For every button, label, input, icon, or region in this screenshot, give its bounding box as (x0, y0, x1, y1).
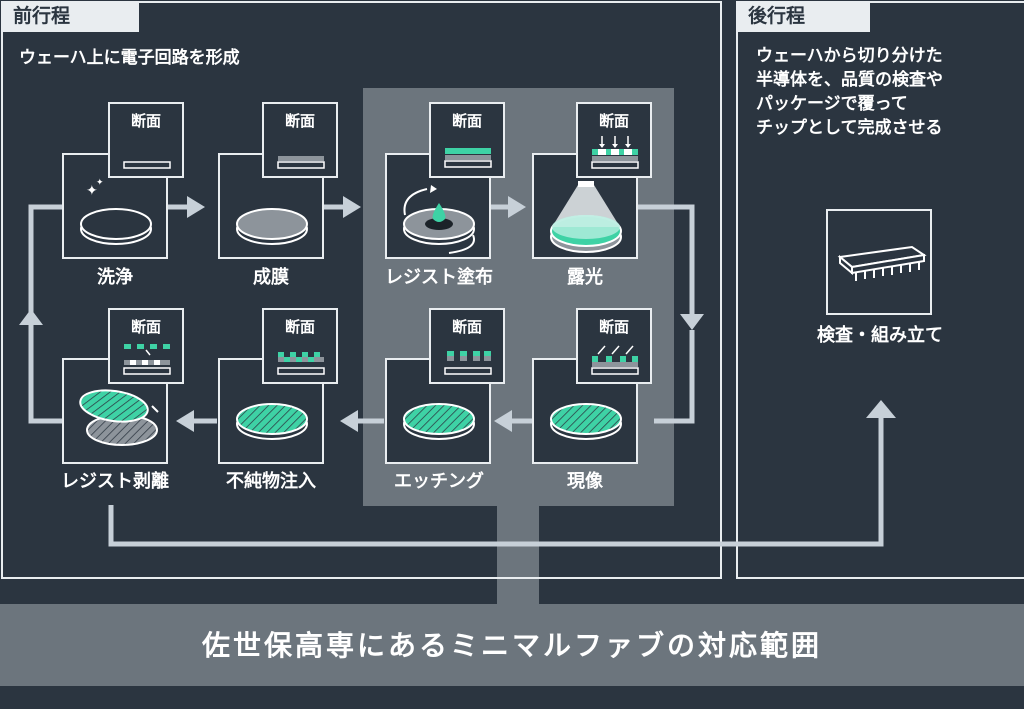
exposure-icon (550, 181, 622, 253)
wafer-develop-icon (550, 403, 622, 440)
back-desc-line: チップとして完成させる (756, 118, 943, 138)
wafer-clean-icon: ✦ ✦ (80, 178, 152, 245)
arrow-right (187, 196, 205, 218)
cross-section-icon (591, 345, 639, 375)
arrow-right (508, 196, 526, 218)
arrow-up (866, 400, 896, 418)
back-desc-line: パッケージで覆って (756, 94, 908, 114)
cross-section-development: 断面 (576, 308, 652, 384)
arrow-left (176, 410, 194, 432)
svg-text:✦: ✦ (96, 178, 104, 188)
back-desc-line: ウェーハから切り分けた (756, 46, 943, 66)
cross-section-icon (591, 136, 639, 169)
step-label: 検査・組み立て (817, 325, 943, 346)
wafer-etch-icon (403, 403, 475, 440)
arrow-down (680, 314, 704, 330)
cross-section-resist: 断面 (429, 102, 505, 178)
arrow-left (340, 410, 358, 432)
step-label: レジスト塗布 (385, 267, 493, 288)
arrow-up (19, 309, 43, 325)
resist-coating-icon (403, 185, 475, 254)
cross-section-icon (123, 344, 171, 375)
wafer-film-icon (236, 208, 308, 245)
step-label: 不純物注入 (226, 471, 316, 492)
front-process-description: ウェーハ上に電子回路を形成 (19, 48, 240, 68)
step-inspection-assembly (826, 209, 932, 315)
back-process-panel (736, 1, 1024, 579)
minimal-fab-connector (497, 506, 539, 604)
cross-section-implant: 断面 (262, 308, 338, 384)
step-label: レジスト剥離 (61, 471, 169, 492)
front-process-tab: 前行程 (1, 1, 139, 32)
step-label: 露光 (567, 267, 603, 288)
back-process-description: ウェーハから切り分けた 半導体を、品質の検査や パッケージで覆って チップとして… (756, 44, 943, 140)
front-process-panel (1, 1, 722, 579)
cross-section-icon (277, 156, 325, 169)
cross-section-film: 断面 (262, 102, 338, 178)
minimal-fab-caption: 佐世保高専にあるミニマルファブの対応範囲 (201, 629, 822, 662)
wafer-implant-icon (236, 403, 308, 440)
arrow-left (494, 410, 512, 432)
chip-icon (837, 245, 927, 281)
cross-section-cleaning: 断面 (108, 102, 184, 178)
arrow-right (343, 196, 361, 218)
cross-section-icon (277, 352, 325, 375)
step-label: エッチング (394, 471, 484, 492)
cross-section-etching: 断面 (429, 308, 505, 384)
back-process-tab: 後行程 (736, 1, 870, 32)
cross-section-icon (444, 148, 492, 168)
back-desc-line: 半導体を、品質の検査や (756, 70, 943, 90)
cross-section-icon (123, 161, 171, 169)
cross-section-strip: 断面 (108, 308, 184, 384)
step-label: 現像 (567, 471, 603, 492)
resist-strip-icon (79, 389, 159, 446)
step-label: 洗浄 (97, 267, 133, 288)
svg-text:✦: ✦ (86, 183, 98, 199)
cross-section-icon (444, 351, 492, 375)
step-label: 成膜 (253, 267, 289, 288)
step-resist-strip (62, 358, 168, 464)
cross-section-exposure: 断面 (576, 102, 652, 178)
minimal-fab-caption-bar: 佐世保高専にあるミニマルファブの対応範囲 (0, 604, 1024, 686)
